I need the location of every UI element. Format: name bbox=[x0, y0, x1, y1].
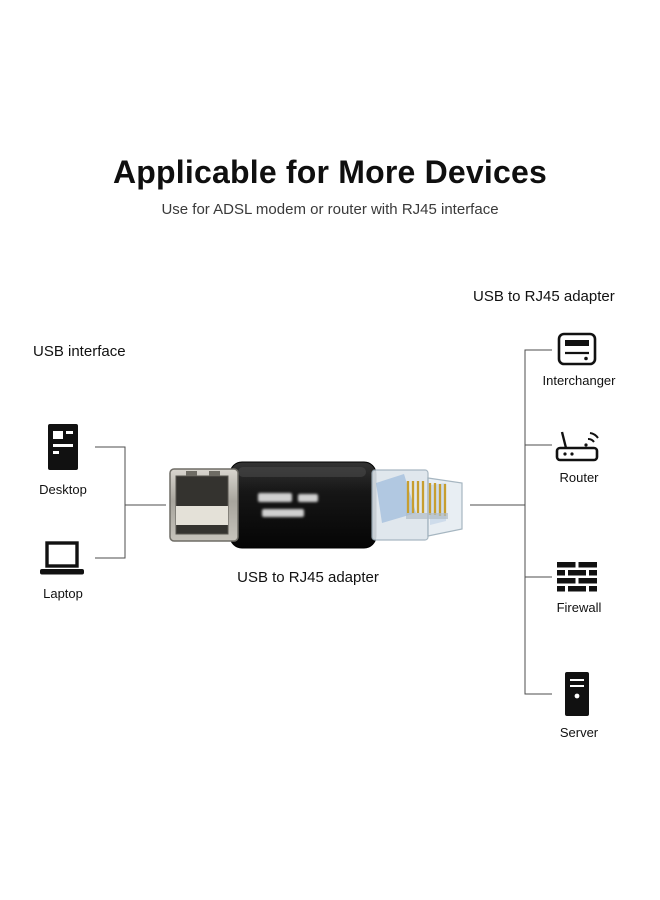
desktop-icon bbox=[46, 423, 80, 471]
usb-to-rj45-adapter-heading: USB to RJ45 adapter bbox=[473, 288, 615, 305]
page-subtitle: Use for ADSL modem or router with RJ45 i… bbox=[161, 201, 499, 218]
firewall-label: Firewall bbox=[556, 600, 602, 615]
interchanger-icon bbox=[557, 332, 597, 366]
server-label: Server bbox=[559, 725, 599, 740]
usb-rj45-adapter-image bbox=[162, 455, 474, 555]
laptop-label: Laptop bbox=[43, 586, 83, 601]
laptop-icon bbox=[38, 540, 86, 578]
usb-interface-label: USB interface bbox=[33, 343, 126, 360]
interchanger-label: Interchanger bbox=[542, 373, 616, 388]
desktop-label: Desktop bbox=[39, 482, 87, 497]
firewall-icon bbox=[557, 562, 597, 592]
adapter-caption: USB to RJ45 adapter bbox=[237, 569, 379, 586]
page-title: Applicable for More Devices bbox=[113, 154, 547, 190]
server-icon bbox=[562, 671, 592, 717]
router-label: Router bbox=[559, 470, 599, 485]
router-icon bbox=[555, 427, 599, 463]
